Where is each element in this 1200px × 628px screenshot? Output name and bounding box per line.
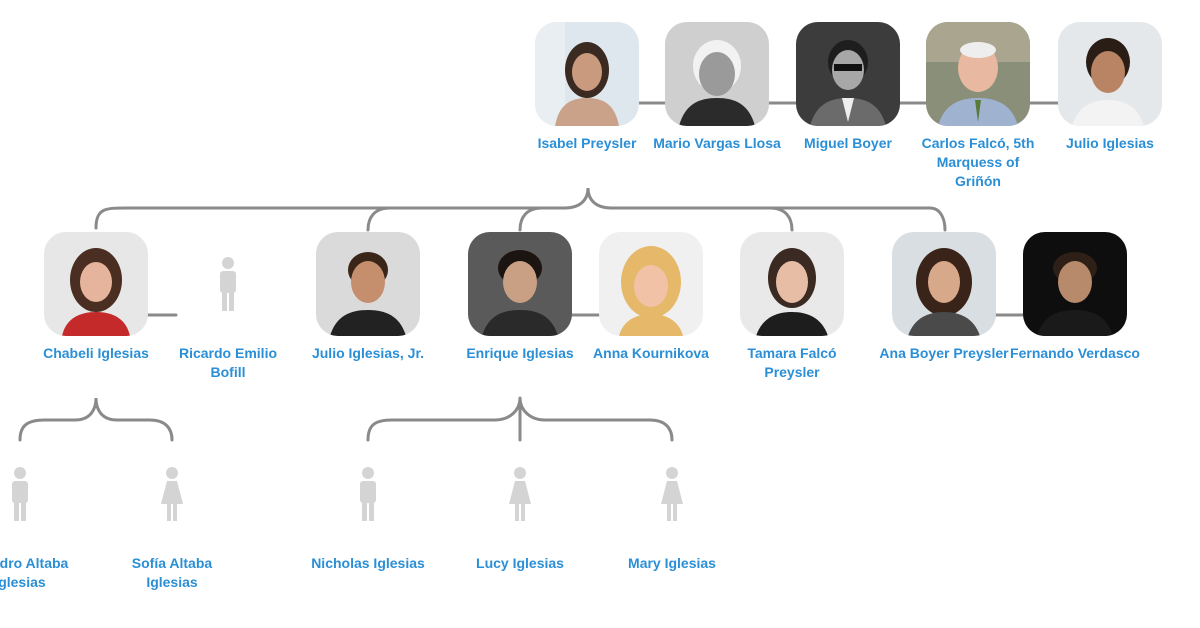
portrait-photo [535,22,639,126]
person-name: Mary Iglesias [628,555,716,571]
person-name: Fernando Verdasco [1010,345,1140,361]
portrait-photo [44,232,148,336]
person-chabeli-iglesias[interactable]: Chabeli Iglesias [31,232,161,363]
person-carlos-falco[interactable]: Carlos Falcó, 5th Marquess of Griñón [913,22,1043,191]
person-lucy-iglesias[interactable]: Lucy Iglesias [455,442,585,573]
person-mary-iglesias[interactable]: Mary Iglesias [607,442,737,573]
person-name: Nicholas Iglesias [311,555,425,571]
portrait-photo [665,22,769,126]
person-enrique-iglesias[interactable]: Enrique Iglesias [455,232,585,363]
portrait-photo [1023,232,1127,336]
person-name: Mario Vargas Llosa [653,135,781,151]
portrait-photo [1058,22,1162,126]
children-bracket-isabel [94,187,947,232]
person-name: Chabeli Iglesias [43,345,149,361]
portrait-photo [796,22,900,126]
person-alejandro-altaba-iglesias[interactable]: ejandro Altaba Iglesias [0,442,85,592]
person-name: Carlos Falcó, 5th Marquess of Griñón [921,135,1035,189]
person-name: Isabel Preysler [537,135,637,151]
male-silhouette-icon [176,232,280,336]
child-drop-julio-jr [366,206,392,232]
male-silhouette-icon [316,442,420,546]
female-silhouette-icon [620,442,724,546]
person-ana-boyer-preysler[interactable]: Ana Boyer Preysler [879,232,1009,363]
person-name: Enrique Iglesias [466,345,574,361]
portrait-photo [740,232,844,336]
portrait-photo [316,232,420,336]
person-julio-iglesias[interactable]: Julio Iglesias [1045,22,1175,153]
person-name: Julio Iglesias [1066,135,1154,151]
portrait-photo [468,232,572,336]
person-name: Lucy Iglesias [476,555,564,571]
person-ricardo-emilio-bofill[interactable]: Ricardo Emilio Bofill [163,232,293,382]
person-name: Anna Kournikova [593,345,709,361]
person-mario-vargas-llosa[interactable]: Mario Vargas Llosa [652,22,782,153]
person-name: Ana Boyer Preysler [879,345,1009,361]
person-miguel-boyer[interactable]: Miguel Boyer [783,22,913,153]
person-name: Sofía Altaba Iglesias [131,555,213,590]
children-bracket-chabeli [18,397,174,442]
person-anna-kournikova[interactable]: Anna Kournikova [586,232,716,363]
child-drop-tamara [768,206,794,232]
portrait-photo [892,232,996,336]
person-name: Julio Iglesias, Jr. [311,345,425,361]
person-name: Ricardo Emilio Bofill [178,345,278,380]
child-drop-enrique [518,206,544,232]
male-silhouette-icon [0,442,72,546]
portrait-photo [599,232,703,336]
person-nicholas-iglesias[interactable]: Nicholas Iglesias [303,442,433,573]
portrait-photo [926,22,1030,126]
person-tamara-falco-preysler[interactable]: Tamara Falcó Preysler [727,232,857,382]
female-silhouette-icon [468,442,572,546]
person-name: Tamara Falcó Preysler [747,345,837,380]
person-fernando-verdasco[interactable]: Fernando Verdasco [1010,232,1140,363]
female-silhouette-icon [120,442,224,546]
person-name: ejandro Altaba Iglesias [0,555,69,590]
person-name: Miguel Boyer [804,135,892,151]
person-isabel-preysler[interactable]: Isabel Preysler [522,22,652,153]
person-julio-iglesias-jr[interactable]: Julio Iglesias, Jr. [303,232,433,363]
person-sofia-altaba-iglesias[interactable]: Sofía Altaba Iglesias [107,442,237,592]
